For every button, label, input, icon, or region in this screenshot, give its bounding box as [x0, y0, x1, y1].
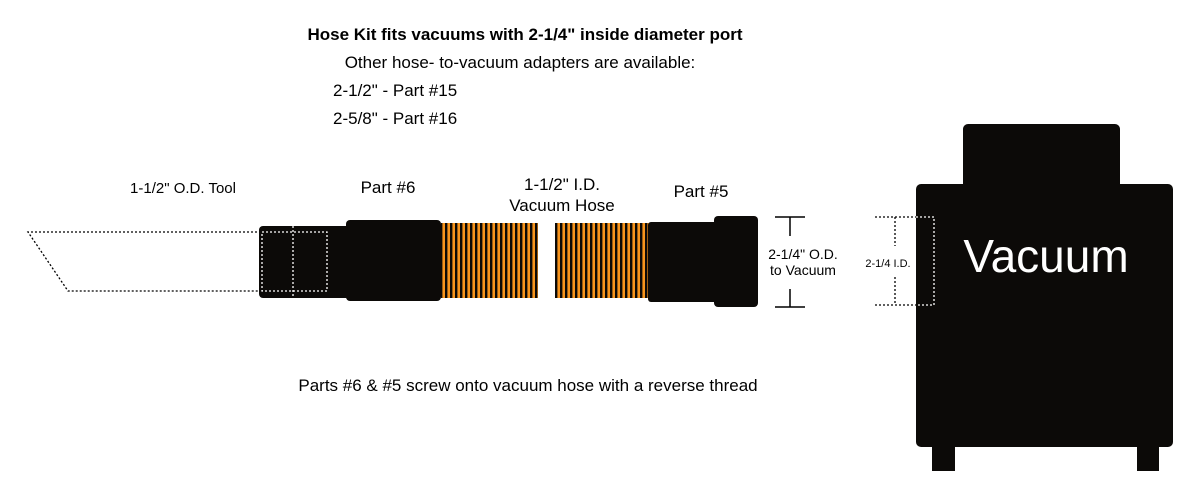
od-dimension-marker	[775, 216, 805, 308]
id-label: 2-1/4 I.D.	[865, 258, 910, 270]
od-label-2: to Vacuum	[770, 262, 836, 278]
od-label-1: 2-1/4" O.D.	[768, 246, 838, 262]
tool-insert-outline	[261, 231, 328, 292]
tool-outline	[26, 231, 325, 292]
hose-segment-right	[555, 223, 649, 298]
vacuum-port-outline	[875, 216, 935, 306]
thread-note: Parts #6 & #5 screw onto vacuum hose wit…	[298, 376, 757, 395]
vacuum-foot-right	[1137, 444, 1159, 471]
part6-label: Part #6	[361, 178, 416, 197]
vacuum-body	[916, 184, 1173, 447]
vacuum-foot-left	[932, 444, 955, 471]
hose-label-2: Vacuum Hose	[509, 196, 615, 215]
vacuum-label: Vacuum	[963, 230, 1128, 282]
part5-label: Part #5	[674, 182, 729, 201]
part5-flange	[714, 216, 758, 307]
part6-small-end	[259, 226, 351, 298]
vacuum-top	[963, 124, 1120, 190]
subtitle: Other hose- to-vacuum adapters are avail…	[345, 53, 696, 72]
part6-body	[346, 220, 441, 301]
hose-label-1: 1-1/2" I.D.	[524, 175, 600, 194]
tool-label: 1-1/2" O.D. Tool	[130, 180, 236, 197]
hose-segment-left	[441, 223, 538, 298]
part5-body	[648, 222, 720, 302]
adapter-2: 2-5/8" - Part #16	[333, 109, 457, 128]
title: Hose Kit fits vacuums with 2-1/4" inside…	[307, 25, 742, 44]
adapter-1: 2-1/2" - Part #15	[333, 81, 457, 100]
